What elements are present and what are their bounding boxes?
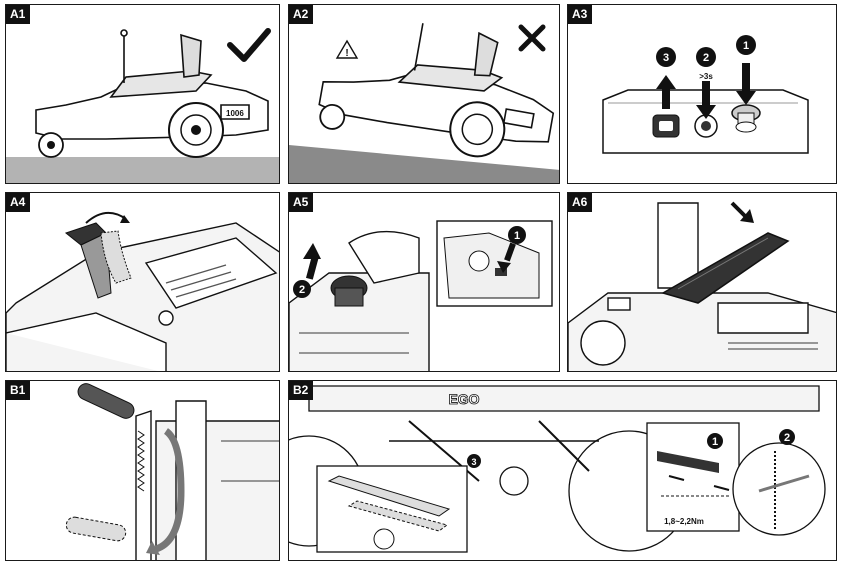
panel-label: A5 — [289, 193, 314, 212]
step-badge-1: 1 — [508, 226, 526, 244]
svg-text:!: ! — [345, 48, 348, 59]
step-badge-2: 2 — [696, 47, 716, 67]
arrow-down-icon — [497, 242, 516, 273]
step-badge-3: 3 — [656, 47, 676, 67]
brand-logo: EGO — [448, 391, 479, 407]
mower-level-illustration: 1006 — [6, 28, 279, 183]
panel-b2: B2 EGO 3 1,8~2,2Nm — [288, 380, 837, 561]
safety-key — [330, 275, 368, 307]
cross-icon — [518, 24, 546, 52]
svg-text:2: 2 — [703, 52, 709, 64]
control-panel-illustration: 3 2 >3s 1 — [602, 35, 809, 154]
panel-a6: A6 — [567, 192, 837, 372]
rear-wheel — [168, 102, 224, 158]
svg-text:1: 1 — [743, 40, 749, 52]
panel-label: A1 — [6, 5, 31, 24]
arrow-down-icon — [696, 81, 716, 119]
mower-slope-illustration: ! — [289, 23, 559, 183]
step-badge-2: 2 — [779, 429, 795, 445]
arrow-up-icon — [303, 243, 321, 280]
detail-inset: 1 — [436, 220, 553, 307]
step-badge-3: 3 — [467, 454, 481, 468]
seat-open-illustration — [568, 201, 836, 371]
panel-a2: A2 ! — [288, 4, 560, 184]
panel-a1: A1 1006 — [5, 4, 280, 184]
torque-label: 1,8~2,2Nm — [664, 517, 704, 526]
key-removal-illustration: 2 1 — [289, 220, 553, 371]
key-socket — [652, 114, 680, 138]
panel-label: B1 — [6, 381, 31, 400]
detail-inset-3 — [316, 465, 468, 553]
svg-text:3: 3 — [471, 457, 476, 467]
rotate-arrow-icon — [85, 212, 127, 224]
arrow-down-icon — [730, 201, 754, 223]
svg-text:3: 3 — [663, 52, 669, 64]
battery-cover — [661, 232, 790, 304]
underside-illustration: EGO 3 1,8~2,2Nm 1 — [289, 385, 826, 553]
svg-text:2: 2 — [784, 432, 790, 444]
handle-lever-illustration — [65, 383, 279, 560]
check-icon — [227, 28, 271, 62]
move-down-arrow-icon — [154, 428, 185, 553]
lever-handle-up — [77, 383, 135, 419]
warning-icon: ! — [335, 39, 359, 59]
svg-text:1: 1 — [514, 230, 520, 242]
front-caster — [38, 132, 64, 158]
panel-label: A6 — [568, 193, 593, 212]
panel-a4: A4 — [5, 192, 280, 372]
arrow-down-icon — [736, 63, 756, 105]
svg-text:2: 2 — [299, 284, 305, 296]
safety-knob — [731, 104, 761, 133]
panel-label: A4 — [6, 193, 31, 212]
step-badge-1: 1 — [707, 433, 723, 449]
lever-handle-down — [65, 516, 127, 542]
panel-label: A2 — [289, 5, 314, 24]
step-badge-1: 1 — [736, 35, 756, 55]
panel-label: B2 — [289, 381, 314, 400]
panel-b1: B1 — [5, 380, 280, 561]
detail-inset-2 — [732, 442, 826, 536]
svg-text:1: 1 — [712, 436, 718, 448]
arrow-up-icon — [656, 75, 676, 109]
svg-text:1006: 1006 — [226, 109, 244, 118]
panel-a3: A3 — [567, 4, 837, 184]
cover-removal-illustration — [6, 212, 279, 371]
hold-duration-label: >3s — [699, 72, 713, 81]
panel-a5: A5 2 — [288, 192, 560, 372]
step-badge-2: 2 — [293, 280, 311, 298]
panel-label: A3 — [568, 5, 593, 24]
detail-inset-1: 1,8~2,2Nm — [646, 422, 740, 532]
